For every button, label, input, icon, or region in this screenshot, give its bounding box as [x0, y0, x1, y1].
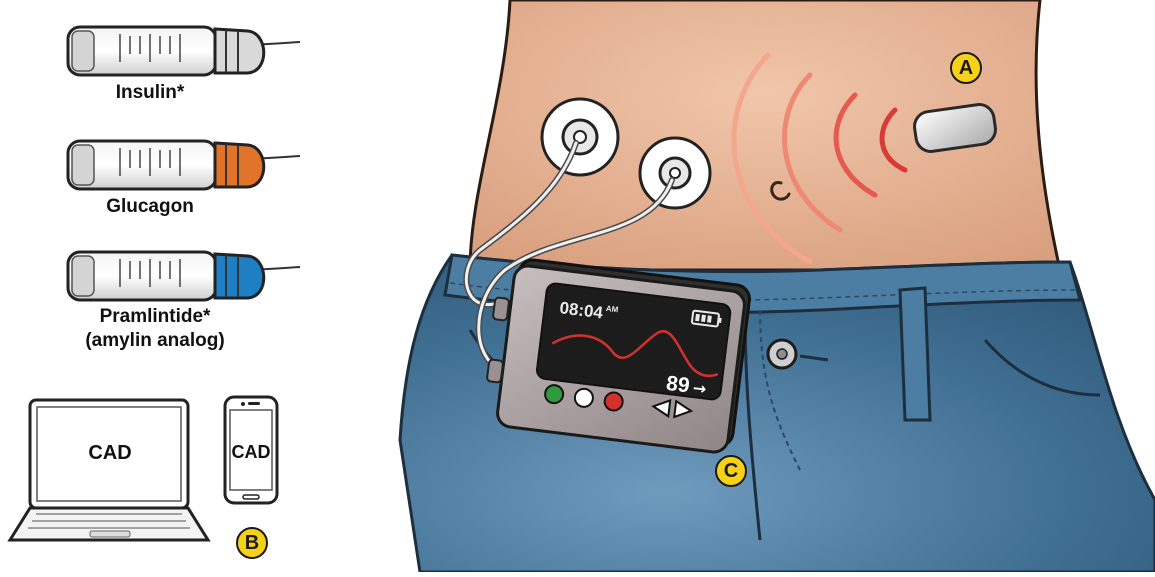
infusion-site-right — [640, 138, 710, 208]
pump-red-button — [604, 391, 624, 411]
label-insulin: Insulin* — [85, 83, 215, 103]
pump-ampm: AM — [605, 304, 619, 314]
laptop-screen-label: CAD — [70, 443, 150, 464]
pump-white-button — [574, 388, 594, 408]
label-pramlintide-sub: (amylin analog) — [55, 331, 255, 351]
label-pramlintide: Pramlintide* — [60, 307, 250, 327]
vial-pramlintide — [68, 252, 300, 300]
pump-glucose: 89 — [665, 372, 691, 398]
insulin-pump: 08:04 AM 89 → — [487, 258, 751, 453]
badge-c: C — [715, 455, 747, 487]
pump-trend-arrow: → — [692, 378, 708, 398]
phone-screen-label: CAD — [226, 443, 276, 462]
pump-green-button — [544, 384, 564, 404]
vial-insulin — [68, 27, 300, 75]
laptop — [10, 400, 208, 540]
infusion-site-left — [542, 99, 618, 175]
label-glucagon: Glucagon — [80, 197, 220, 217]
badge-b: B — [236, 527, 268, 559]
vial-glucagon — [68, 141, 300, 189]
badge-a: A — [950, 52, 982, 84]
